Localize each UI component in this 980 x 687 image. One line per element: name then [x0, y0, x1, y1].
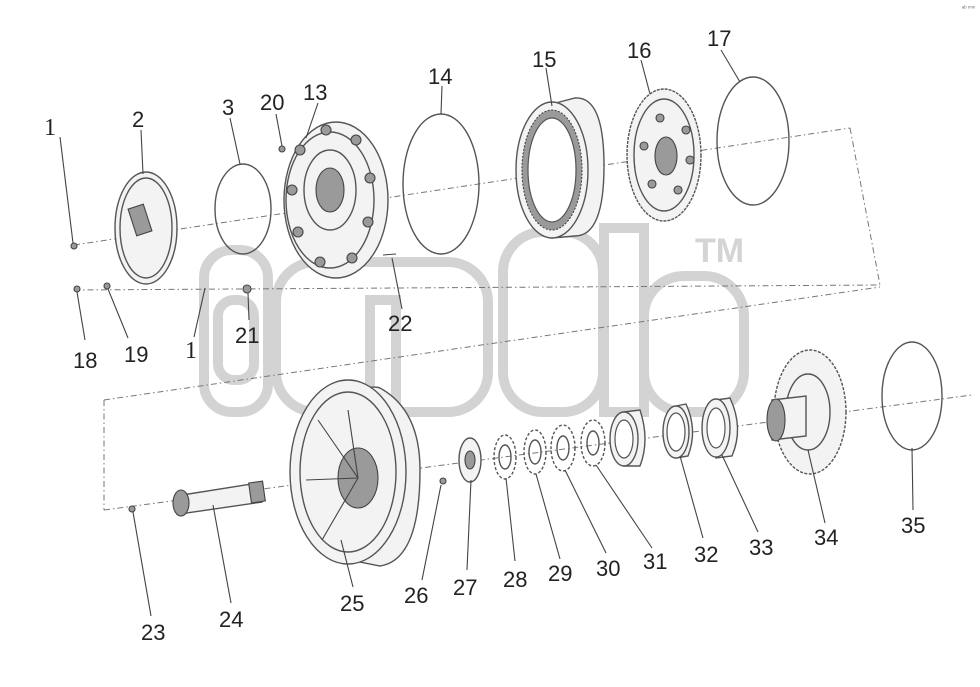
- part-28-disc: [493, 434, 517, 480]
- callout-2: 2: [132, 107, 144, 132]
- callout-27: 27: [453, 575, 477, 600]
- part-13-planet-carrier: [283, 121, 389, 279]
- callout-21: 21: [235, 323, 259, 348]
- callout-29: 29: [548, 561, 572, 586]
- callout-22: 22: [388, 311, 412, 336]
- callout-31: 31: [643, 549, 667, 574]
- part-29-disc: [523, 429, 547, 475]
- callout-13: 13: [303, 80, 327, 105]
- part-35-o-ring: [881, 341, 943, 451]
- callout-labels: 1 2 3 20 13 14 15 16 17 18 19 1 21 22 23…: [44, 26, 925, 645]
- watermark-logo: TM: [199, 223, 749, 417]
- callout-19: 19: [124, 342, 148, 367]
- callout-23: 23: [141, 620, 165, 645]
- callout-30: 30: [596, 556, 620, 581]
- callout-1-upper: 1: [44, 115, 56, 141]
- callout-16: 16: [627, 38, 651, 63]
- callout-14: 14: [428, 64, 452, 89]
- part-16-gear-disc: [626, 88, 702, 222]
- part-21-pin: [242, 284, 252, 294]
- callout-33: 33: [749, 535, 773, 560]
- part-2-cover-plate: [114, 171, 178, 285]
- part-31-disc: [580, 419, 606, 467]
- part-26-screw: [439, 477, 447, 485]
- callout-17: 17: [707, 26, 731, 51]
- callout-26: 26: [404, 583, 428, 608]
- part-32-bearing: [609, 409, 646, 467]
- callout-35: 35: [901, 513, 925, 538]
- part-23-screw: [128, 505, 136, 513]
- callout-24: 24: [219, 607, 243, 632]
- part-33-bearing: [701, 397, 739, 459]
- callout-32: 32: [694, 542, 718, 567]
- callout-20: 20: [260, 90, 284, 115]
- part-15-ring-gear: [515, 97, 605, 239]
- part-24-shaft: [172, 480, 266, 517]
- part-17-o-ring: [716, 76, 790, 206]
- part-34-hub: [766, 349, 847, 475]
- part-32-ring: [662, 403, 694, 459]
- part-1-bolt-upper: [70, 242, 78, 250]
- part-22-pin: [382, 253, 397, 256]
- part-14-o-ring: [402, 113, 480, 255]
- leader-lines: [59, 49, 914, 617]
- watermark-trademark: TM: [695, 232, 744, 270]
- callout-28: 28: [503, 567, 527, 592]
- callout-15: 15: [532, 47, 556, 72]
- callout-18: 18: [73, 348, 97, 373]
- callout-34: 34: [814, 525, 838, 550]
- callout-25: 25: [340, 591, 364, 616]
- part-27-disc: [458, 437, 482, 483]
- part-19-washer: [103, 282, 111, 290]
- part-3-o-ring: [214, 163, 272, 255]
- part-20-pin: [278, 145, 286, 153]
- part-30-disc: [550, 424, 576, 472]
- corner-mark: ᵃᵇ ᵐᵐ: [962, 5, 976, 12]
- callout-1-lower: 1: [185, 338, 197, 364]
- part-18-screw: [73, 285, 81, 293]
- callout-3: 3: [222, 95, 234, 120]
- part-25-housing: [289, 379, 421, 567]
